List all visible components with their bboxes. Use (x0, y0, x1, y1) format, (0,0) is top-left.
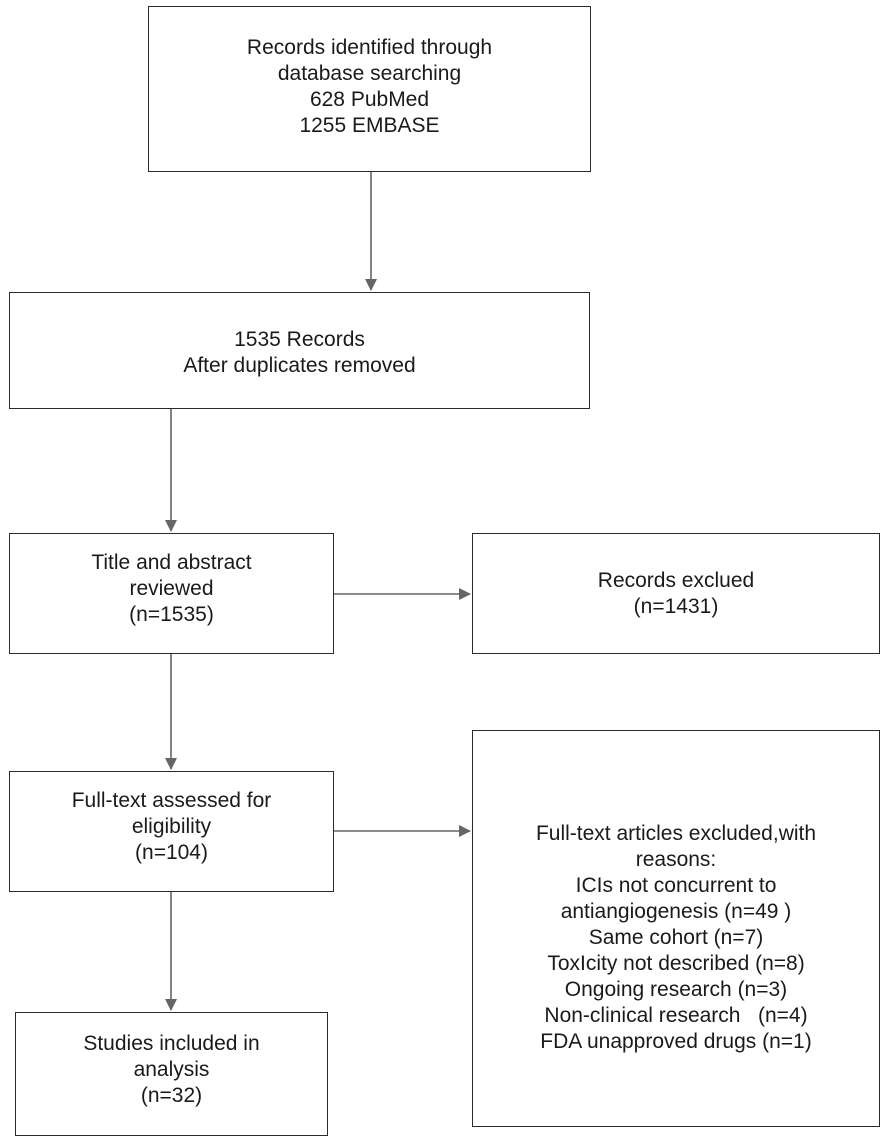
full-text-excluded-line: Same cohort (n=7) (588, 926, 764, 949)
identification-line: database searching (277, 62, 462, 85)
after-duplicates-line: After duplicates removed (183, 354, 416, 377)
title-abstract-box: Title and abstract reviewed (n=1535) (9, 533, 334, 654)
full-text-excluded-box: Full-text articles excluded,with reasons… (472, 730, 880, 1127)
records-excluded-line: (n=1431) (633, 595, 719, 618)
identification-line: 628 PubMed (309, 88, 430, 111)
full-text-excluded-line: Ongoing research (n=3) (564, 978, 788, 1001)
full-text-excluded-line: Non-clinical research (n=4) (544, 1004, 808, 1027)
full-text-excluded-line: antiangiogenesis (n=49 ) (560, 900, 792, 923)
title-abstract-line: (n=1535) (129, 603, 214, 626)
full-text-excluded-line: FDA unapproved drugs (n=1) (540, 1030, 812, 1053)
full-text-excluded-line: Full-text articles excluded,with (535, 822, 817, 845)
records-excluded-line: Records exclued (597, 569, 755, 592)
identification-box: Records identified through database sear… (148, 6, 591, 172)
full-text-excluded-line: ICIs not concurrent to (575, 874, 777, 897)
title-abstract-line: Title and abstract (91, 551, 252, 574)
full-text-line: (n=104) (135, 841, 208, 864)
title-abstract-line: reviewed (129, 577, 214, 600)
included-line: Studies included in (83, 1032, 260, 1055)
included-line: analysis (133, 1058, 210, 1081)
full-text-line: eligibility (131, 815, 212, 838)
included-line: (n=32) (140, 1084, 203, 1107)
included-box: Studies included in analysis (n=32) (15, 1012, 328, 1136)
identification-line: 1255 EMBASE (299, 114, 440, 137)
full-text-excluded-line: ToxIcity not described (n=8) (547, 952, 805, 975)
records-excluded-box: Records exclued (n=1431) (472, 533, 880, 654)
full-text-line: Full-text assessed for (71, 789, 272, 812)
after-duplicates-box: 1535 Records After duplicates removed (9, 292, 590, 409)
identification-line: Records identified through (246, 36, 493, 59)
full-text-box: Full-text assessed for eligibility (n=10… (9, 771, 334, 892)
full-text-excluded-line: reasons: (635, 848, 717, 871)
after-duplicates-line: 1535 Records (234, 328, 365, 351)
